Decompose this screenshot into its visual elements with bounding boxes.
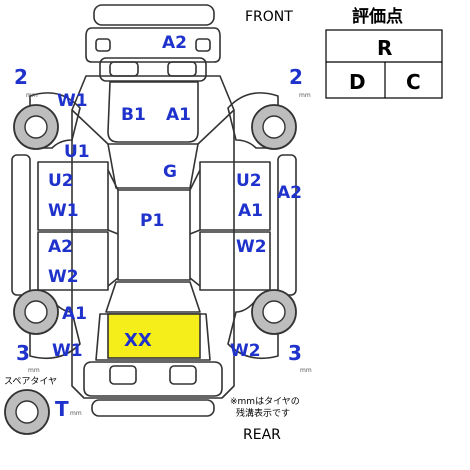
left-pillar-line xyxy=(71,109,109,145)
mm-unit-front-left: mm xyxy=(26,92,38,99)
windshield-panel xyxy=(107,143,199,189)
right-door-inner-line-3 xyxy=(189,277,201,287)
front-bumper-inner-left xyxy=(95,38,111,52)
right-rear-door xyxy=(199,231,271,291)
damage-left-rear-door-upper: A2 xyxy=(48,237,73,257)
tire-spare-value: T xyxy=(55,397,69,421)
damage-hood-right: A1 xyxy=(166,105,191,125)
rear-window-panel xyxy=(105,281,201,313)
tire-rear-right-value: 3 xyxy=(288,341,302,365)
left-front-arch xyxy=(29,92,81,149)
damage-front-left-pillar: U1 xyxy=(64,142,90,162)
mm-unit-rear-left: mm xyxy=(28,367,40,374)
left-front-door xyxy=(37,161,109,231)
left-door-inner-line-2 xyxy=(107,229,119,235)
front-light-right xyxy=(167,61,197,77)
front-bumper-outline xyxy=(85,27,221,63)
grade-table xyxy=(325,29,443,99)
front-light-left xyxy=(109,61,139,77)
grade-interior: D xyxy=(349,70,366,94)
damage-front-left-fender: W1 xyxy=(57,91,88,111)
damage-front-bumper: A2 xyxy=(162,33,187,53)
trunk-damage-highlight xyxy=(107,313,201,359)
rear-bumper-bottom-panel xyxy=(91,399,215,417)
mm-unit-spare: mm xyxy=(70,410,82,417)
note-line-1: ※mmはタイヤの xyxy=(230,396,300,407)
damage-right-rear-quarter: W2 xyxy=(230,341,261,361)
roof-panel xyxy=(117,189,191,281)
front-label: FRONT xyxy=(245,9,293,25)
damage-left-front-door-lower: W1 xyxy=(48,201,79,221)
damage-right-rear-door: W2 xyxy=(236,237,267,257)
spare-hub xyxy=(15,400,39,424)
damage-windshield: G xyxy=(163,162,177,182)
damage-right-front-fender: A2 xyxy=(277,183,302,203)
right-front-door xyxy=(199,161,271,231)
right-door-inner-line-1 xyxy=(189,169,201,191)
right-pillar-line xyxy=(197,109,235,145)
front-left-hub xyxy=(24,115,48,139)
mm-unit-rear-right: mm xyxy=(300,367,312,374)
front-bumper-inner-right xyxy=(195,38,211,52)
damage-hood-left: B1 xyxy=(121,105,146,125)
rear-right-hub xyxy=(262,300,286,324)
right-door-inner-line-2 xyxy=(189,229,201,235)
rear-bumper-outline xyxy=(83,361,223,397)
front-right-hub xyxy=(262,115,286,139)
hood-panel xyxy=(107,81,199,143)
damage-right-front-door-upper: U2 xyxy=(236,171,262,191)
left-door-inner-line-3 xyxy=(107,277,119,287)
car-body-outline xyxy=(71,75,235,399)
rear-left-hub xyxy=(24,300,48,324)
damage-right-front-door-lower: A1 xyxy=(238,201,263,221)
damage-left-front-door-upper: U2 xyxy=(48,171,74,191)
rear-light-right xyxy=(169,365,197,385)
grade-exterior: C xyxy=(406,70,421,94)
spare-tire-label: スペアタイヤ xyxy=(4,376,57,387)
right-rear-arch xyxy=(227,299,279,360)
mm-unit-front-right: mm xyxy=(299,92,311,99)
grade-title: 評価点 xyxy=(352,6,403,27)
damage-left-rear-wheel-area: W1 xyxy=(52,341,83,361)
damage-left-rear-door-lower: W2 xyxy=(48,267,79,287)
rear-light-left xyxy=(109,365,137,385)
front-grille-box xyxy=(99,57,207,82)
tire-rear-left-value: 3 xyxy=(16,341,30,365)
front-bumper-top-panel xyxy=(93,4,215,26)
rear-label: REAR xyxy=(243,427,281,443)
damage-roof: P1 xyxy=(140,211,164,231)
right-side-sill xyxy=(277,154,297,296)
tire-front-right-value: 2 xyxy=(289,65,303,89)
right-front-arch xyxy=(227,92,279,149)
left-rear-door xyxy=(37,231,109,291)
damage-left-rear-quarter: A1 xyxy=(62,304,87,324)
grade-overall: R xyxy=(377,36,392,60)
tire-front-left-value: 2 xyxy=(14,65,28,89)
note-line-2: 残溝表示です xyxy=(236,407,290,419)
left-door-inner-line-1 xyxy=(107,169,119,191)
damage-trunk: XX xyxy=(124,330,152,351)
left-side-sill xyxy=(11,154,31,296)
